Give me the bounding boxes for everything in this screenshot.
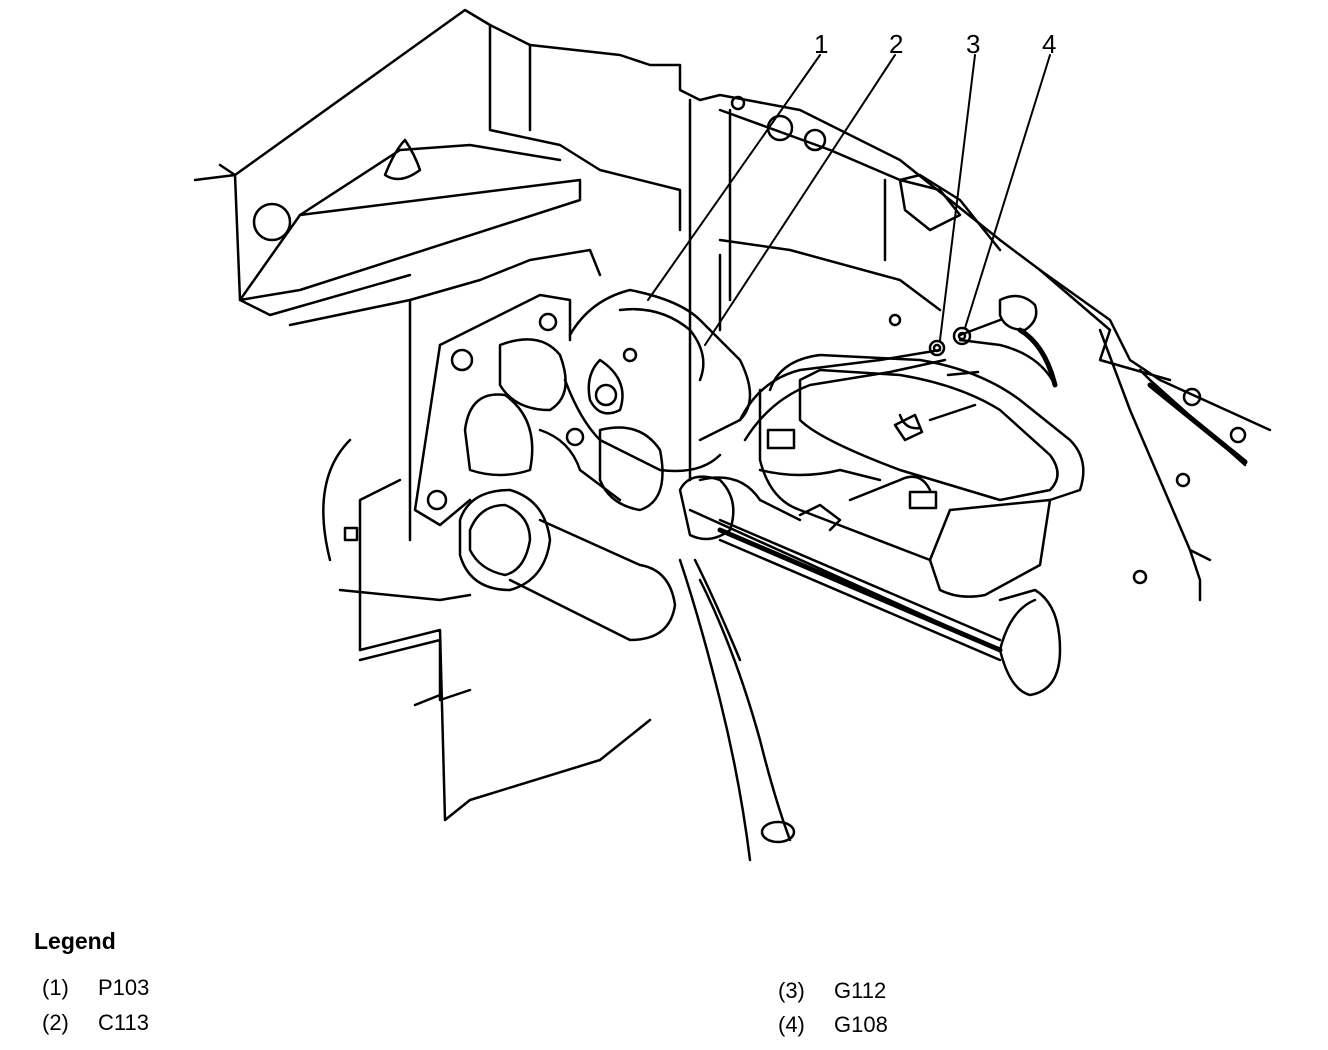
- firewall-plate: [408, 293, 572, 542]
- legend-item-1: (1) P103: [42, 975, 149, 1001]
- legend-item-4: (4) G108: [778, 1012, 888, 1038]
- wiring-harness: [618, 294, 1057, 862]
- legend-item-label: P103: [98, 975, 150, 1000]
- master-cylinder-body: [678, 475, 1062, 697]
- ground-fasteners: [893, 326, 972, 442]
- legend-item-2: (2) C113: [42, 1010, 149, 1036]
- callout-1: 1: [814, 29, 828, 59]
- upper-body-panel: [193, 8, 702, 327]
- legend-item-label: C113: [98, 1010, 149, 1035]
- legend-item-3: (3) G112: [778, 978, 886, 1004]
- hydraulic-unit: [458, 288, 752, 642]
- heavy-rail-strokes: [717, 327, 1248, 653]
- callout-4: 4: [1042, 29, 1056, 59]
- legend-item-number: (2): [42, 1010, 69, 1035]
- legend-item-number: (4): [778, 1012, 805, 1037]
- engine-compartment-diagram: 1 2 3 4: [193, 8, 1272, 862]
- callout-leader-lines: [647, 54, 1051, 346]
- legend-item-number: (1): [42, 975, 69, 1000]
- legend-item-number: (3): [778, 978, 805, 1003]
- lower-body-panel: [322, 438, 652, 822]
- callout-3: 3: [966, 29, 980, 59]
- callout-2: 2: [889, 29, 903, 59]
- right-body-rail: [688, 93, 1272, 602]
- master-cylinder-reservoir: [758, 353, 1085, 598]
- legend-item-label: G112: [834, 978, 887, 1003]
- legend-title: Legend: [34, 928, 116, 954]
- legend-item-label: G108: [834, 1012, 888, 1037]
